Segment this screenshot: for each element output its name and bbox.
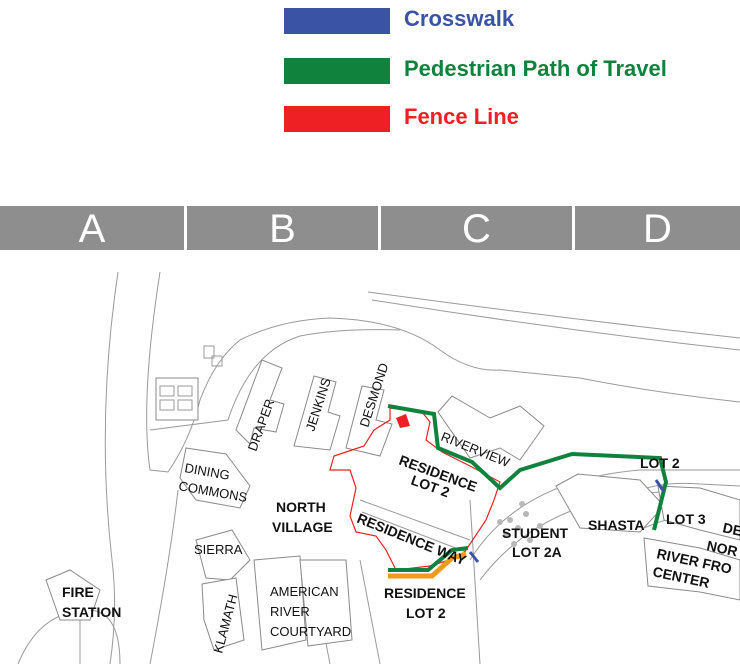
site-details <box>159 345 223 411</box>
grid-column-bar: A B C D <box>0 206 740 251</box>
legend-label: Crosswalk <box>404 6 515 31</box>
student-lot-2a-label: LOT 2A <box>512 544 562 560</box>
american-river-courtyard-label: AMERICAN <box>270 584 339 599</box>
lot-3-label: LOT 3 <box>666 511 706 527</box>
grid-column-b: B <box>187 206 378 251</box>
grid-column-d: D <box>575 206 740 251</box>
fire-station-label: STATION <box>62 604 121 620</box>
nor-label: NOR <box>705 537 739 559</box>
pedestrian-path <box>387 404 669 531</box>
student-lot-2a-trees <box>497 501 543 547</box>
legend-label: Pedestrian Path of Travel <box>404 56 667 81</box>
student-lot-2a-label: STUDENT <box>502 525 569 541</box>
buildings <box>45 359 740 651</box>
fence-detail <box>396 414 410 428</box>
lot-2-label: LOT 2 <box>640 455 680 471</box>
de-label: DE <box>721 519 740 539</box>
residence-lot-2-label: RESIDENCE <box>384 585 466 601</box>
campus-map: FIRE STATION DINING COMMONS DRAPER JENKI… <box>17 271 740 664</box>
crosswalk-residence-way <box>468 551 480 563</box>
residence-lot-2-label: LOT 2 <box>406 605 446 621</box>
fire-station-label: FIRE <box>62 584 94 600</box>
grid-column-a: A <box>0 206 184 251</box>
pedestrian-path-lower <box>388 546 469 572</box>
shasta-label: SHASTA <box>588 517 645 533</box>
road-outlines <box>17 271 740 664</box>
pedestrian-path-swatch <box>284 58 390 84</box>
sierra-label: SIERRA <box>194 542 243 557</box>
orange-route <box>388 551 467 579</box>
american-river-courtyard-label: RIVER <box>270 604 310 619</box>
crosswalk-lot-2 <box>654 479 666 493</box>
legend-label: Fence Line <box>404 104 519 129</box>
crosswalk-swatch <box>284 8 390 34</box>
north-village-label: NORTH <box>276 499 326 515</box>
fence-line-swatch <box>284 106 390 132</box>
north-village-label: VILLAGE <box>272 519 333 535</box>
fence-line <box>329 407 501 571</box>
grid-column-c: C <box>381 206 572 251</box>
american-river-courtyard-label: COURTYARD <box>270 624 351 639</box>
